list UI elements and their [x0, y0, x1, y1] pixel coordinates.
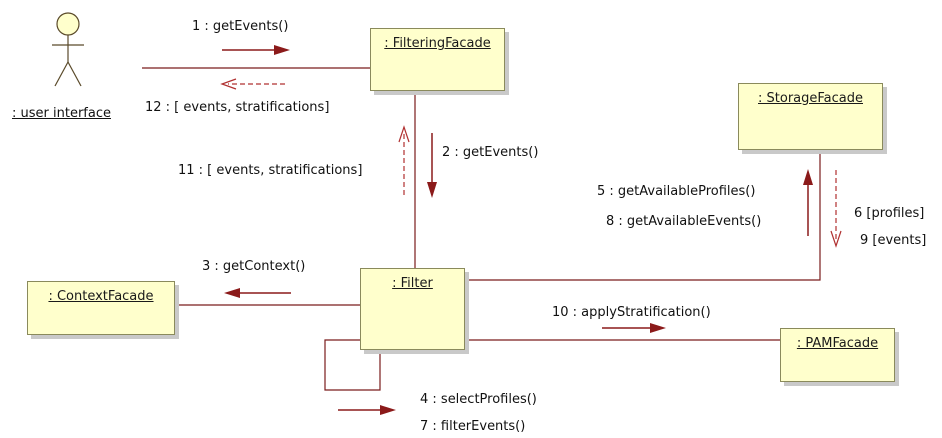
actor-right-leg [67, 61, 82, 87]
links [142, 67, 821, 391]
object-context-facade-label: : ContextFacade [48, 289, 154, 304]
object-storage-facade[interactable]: : StorageFacade [738, 83, 883, 150]
message-label-m7: 7 : filterEvents() [420, 419, 526, 434]
object-pam-facade[interactable]: : PAMFacade [780, 328, 895, 382]
message-label-m2: 2 : getEvents() [442, 145, 539, 160]
message-label-m12: 12 : [ events, stratifications] [145, 100, 330, 115]
object-filtering-facade[interactable]: : FilteringFacade [370, 28, 505, 91]
message-label-m4: 4 : selectProfiles() [420, 392, 537, 407]
message-label-m6: 6 [profiles] [854, 206, 925, 221]
arrowhead-m1 [274, 45, 290, 55]
arrowhead-m5-m8 [803, 169, 813, 185]
message-label-m5: 5 : getAvailableProfiles() [597, 184, 756, 199]
actor-left-leg [54, 61, 69, 87]
message-label-m9: 9 [events] [860, 233, 927, 248]
arrowhead-m3 [224, 288, 240, 298]
arrowhead-m6-m9 [830, 230, 842, 248]
actor-head [56, 12, 80, 36]
message-label-m8: 8 : getAvailableEvents() [606, 214, 762, 229]
object-filter[interactable]: : Filter [360, 268, 465, 350]
message-label-m11: 11 : [ events, stratifications] [178, 163, 363, 178]
arrowhead-m2 [427, 182, 437, 198]
arrowhead-m11 [398, 125, 410, 143]
arrowhead-m4-m7 [380, 405, 396, 415]
actor-label: : user interface [12, 106, 111, 121]
message-label-m3: 3 : getContext() [202, 259, 306, 274]
object-pam-facade-label: : PAMFacade [796, 336, 879, 351]
arrowhead-m12 [220, 78, 237, 90]
arrowhead-m10 [650, 323, 666, 333]
message-arrows [220, 45, 842, 415]
object-filter-label: : Filter [392, 276, 433, 291]
object-storage-facade-label: : StorageFacade [758, 91, 863, 106]
link-filter-storagefacade [460, 150, 821, 281]
message-label-m1: 1 : getEvents() [192, 19, 289, 34]
message-label-m10: 10 : applyStratification() [552, 305, 711, 320]
object-filtering-facade-label: : FilteringFacade [384, 36, 491, 51]
link-filter-self [324, 339, 381, 391]
actor-figure [52, 12, 84, 87]
object-context-facade[interactable]: : ContextFacade [27, 281, 175, 335]
